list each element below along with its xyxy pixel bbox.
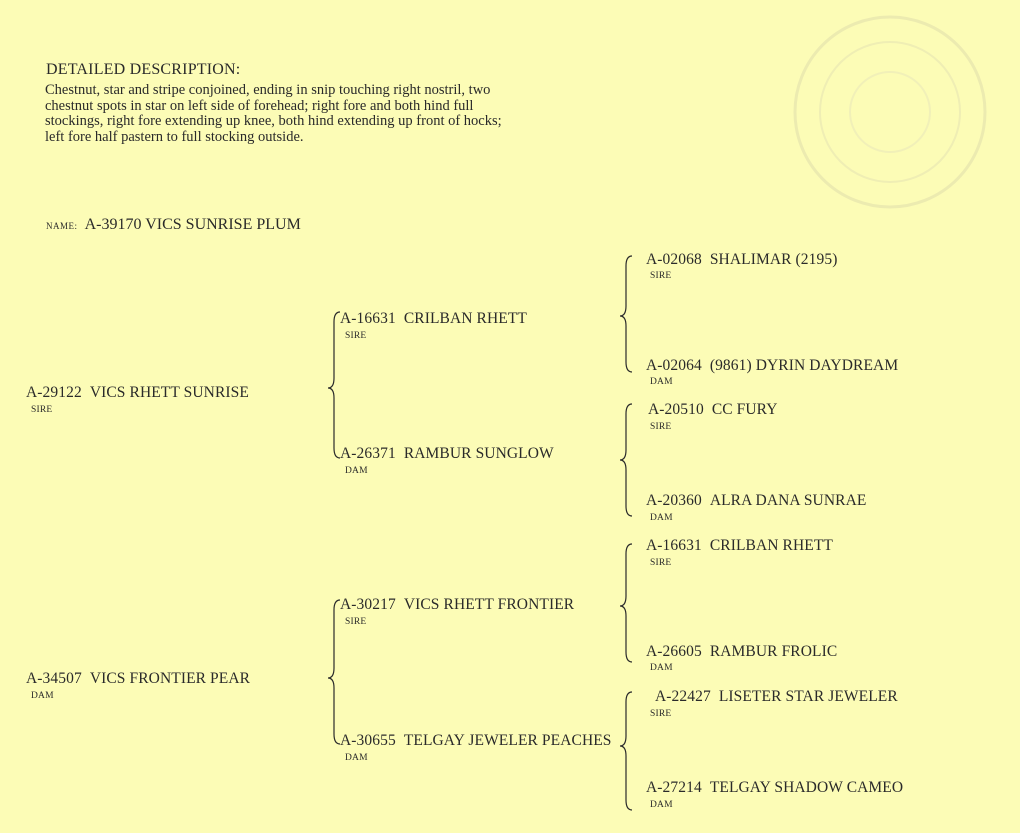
- ds-sire-role-label: SIRE: [650, 558, 672, 568]
- dam-dam-role-label: DAM: [345, 753, 368, 763]
- ds-dam-role-label: DAM: [650, 663, 673, 673]
- description-title: DETAILED DESCRIPTION:: [46, 61, 241, 78]
- ss-dam-role-label: DAM: [650, 377, 673, 387]
- ss-sire-role-label: SIRE: [650, 271, 672, 281]
- dd-dam-role-label: DAM: [650, 800, 673, 810]
- dam-role-label: DAM: [31, 691, 54, 701]
- name-label: NAME:: [46, 221, 78, 231]
- sire-role-label: SIRE: [31, 405, 53, 415]
- dd-sire-role-label: SIRE: [650, 709, 672, 719]
- dam-sire-role-label: SIRE: [345, 617, 367, 627]
- sd-dam-role-label: DAM: [650, 513, 673, 523]
- description-text: Chestnut, star and stripe conjoined, end…: [45, 82, 502, 145]
- sire-dam-role-label: DAM: [345, 466, 368, 476]
- ss-dam-entry: A-02064(9861) DYRIN DAYDREAM: [646, 357, 899, 374]
- sire-sire-role-label: SIRE: [345, 331, 367, 341]
- horse-name-row: NAME: A-39170 VICS SUNRISE PLUM: [46, 216, 301, 234]
- embossed-seal: [793, 15, 987, 209]
- sd-sire-role-label: SIRE: [650, 422, 672, 432]
- horse-name-value: A-39170 VICS SUNRISE PLUM: [84, 216, 301, 233]
